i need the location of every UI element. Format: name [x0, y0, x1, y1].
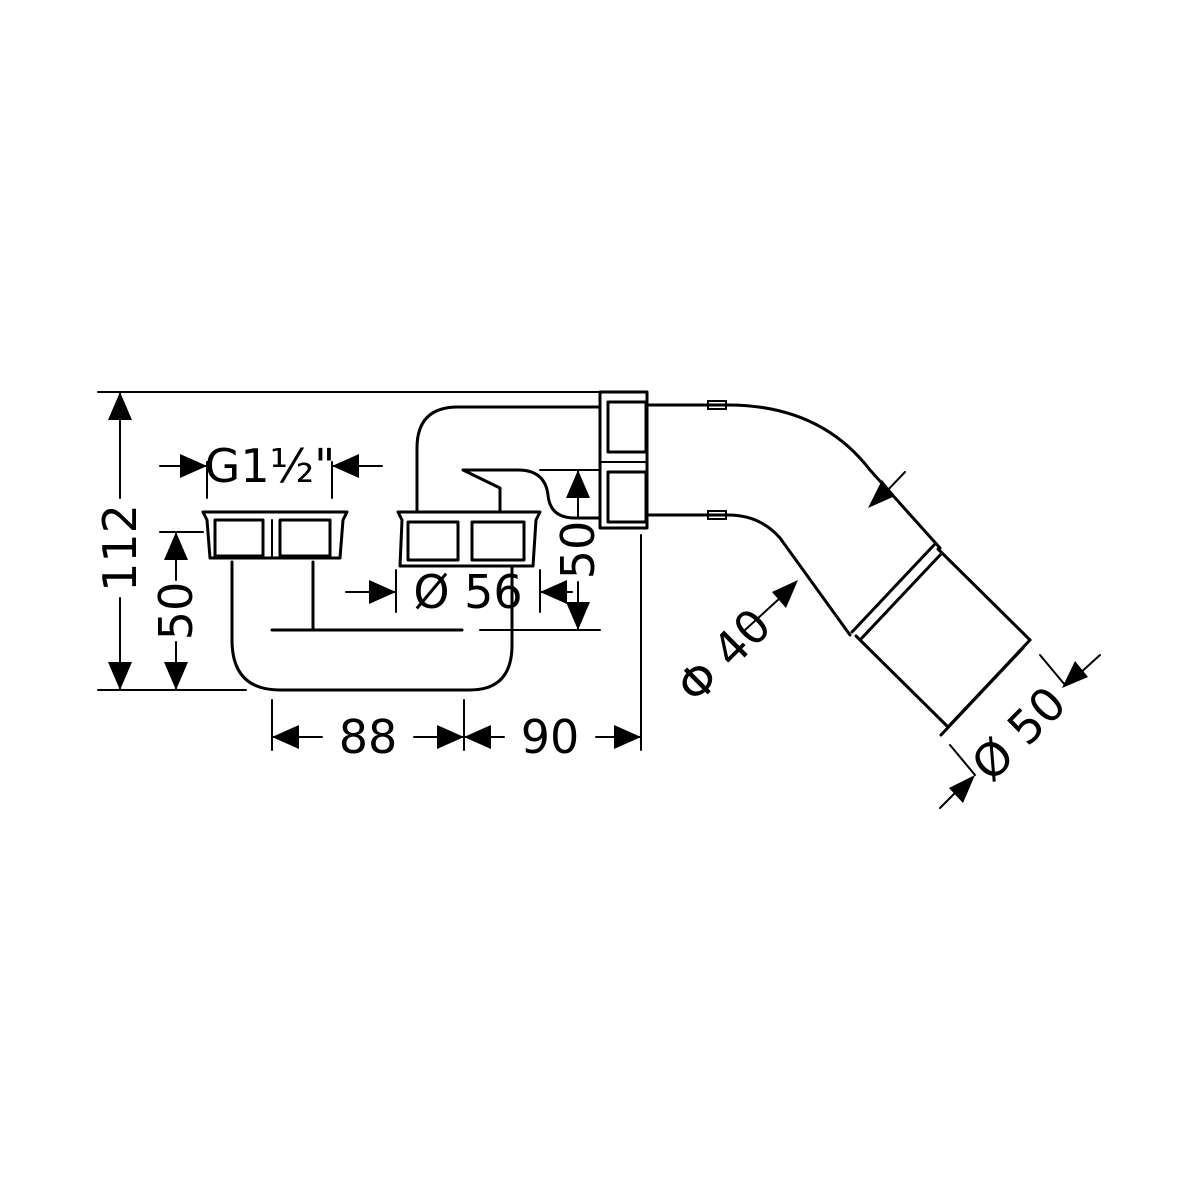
label-outlet-diameter: Ø 56 — [413, 565, 522, 619]
arrow-left-icon — [464, 725, 491, 749]
dimension-total-height — [108, 391, 132, 691]
arrow-up-icon — [566, 470, 590, 498]
left-inlet-nut — [201, 510, 349, 560]
label-inlet-height: 50 — [149, 582, 203, 641]
label-outlet-offset: 90 — [521, 710, 580, 764]
outlet-elbow-pipe — [645, 403, 942, 637]
outlet-nut — [598, 390, 649, 530]
dimension-end-diameter — [939, 654, 1101, 809]
arrow-right-icon — [369, 580, 396, 604]
riser-pipe — [415, 405, 602, 514]
arrow-down-left-icon — [1062, 661, 1088, 688]
arrow-right-icon — [437, 725, 464, 749]
dimension-inlet-spacing — [271, 725, 465, 749]
arrow-down-icon — [164, 662, 188, 690]
u-trap — [230, 560, 514, 692]
extension-lines — [97, 391, 1066, 776]
arrow-up-right-icon — [772, 580, 798, 608]
arrow-left-icon — [332, 454, 359, 478]
arrow-down-left-icon — [868, 480, 895, 508]
arrow-down-icon — [566, 602, 590, 630]
label-total-height: 112 — [93, 504, 147, 592]
label-outlet-height: 50 — [551, 521, 605, 580]
arrow-left-icon — [540, 580, 567, 604]
siphon-body — [201, 390, 1032, 737]
label-thread: G1½" — [205, 439, 336, 493]
right-inlet-nut — [396, 510, 542, 568]
dimension-pipe-diameter — [744, 471, 906, 631]
arrow-up-right-icon — [949, 775, 975, 803]
arrow-up-icon — [108, 392, 132, 420]
riser-inner-deflector — [461, 468, 602, 520]
label-pipe-diameter: Φ 40 — [666, 598, 782, 714]
dimension-thread — [159, 454, 383, 478]
label-inlet-spacing: 88 — [339, 710, 398, 764]
arrow-down-icon — [108, 662, 132, 690]
end-sleeve — [850, 543, 1032, 737]
dimension-outlet-height — [566, 469, 590, 631]
arrow-right-icon — [180, 454, 207, 478]
dimension-inlet-height — [164, 531, 188, 691]
arrow-up-icon — [164, 532, 188, 560]
arrow-right-icon — [614, 725, 641, 749]
arrow-left-icon — [272, 725, 299, 749]
dimension-outlet-offset — [463, 725, 642, 749]
dimension-outlet-diameter — [345, 580, 573, 604]
